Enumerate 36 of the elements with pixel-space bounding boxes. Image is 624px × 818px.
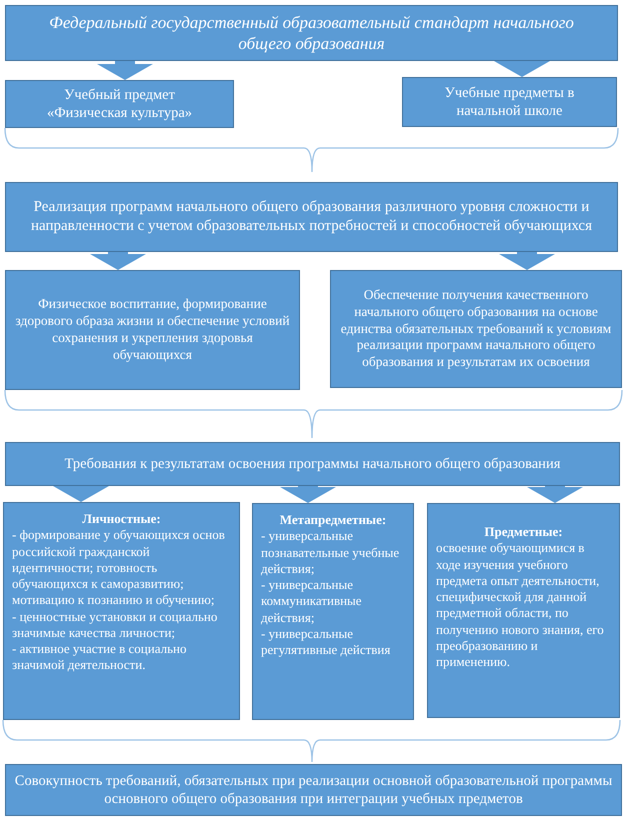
process-box: [3, 502, 240, 720]
box-heading: Метапредметные:: [278, 512, 388, 528]
box-text: Совокупность требований, обязательных при реализации основной образовательной программы основного общего образования при интеграции учебных предметов: [14, 772, 613, 808]
process-box: [5, 764, 622, 816]
process-box: [330, 270, 622, 388]
process-box: [252, 503, 414, 720]
box-heading: Предметные:: [483, 524, 564, 540]
box-text: - активное участие в социально значимой деятельности.: [12, 641, 188, 674]
box-text: Учебный предмет «Физическая культура»: [46, 86, 194, 122]
process-box: [5, 80, 234, 128]
block-arrow: [97, 61, 153, 80]
block-arrow: [280, 486, 336, 503]
box-text: Учебные предметы в начальной школе: [444, 84, 576, 120]
block-arrow: [494, 61, 550, 77]
process-box: [427, 503, 620, 718]
process-box: [5, 182, 618, 252]
block-arrow: [53, 486, 109, 502]
process-box: [5, 442, 620, 486]
box-text: освоение обучающимися в ходе изучения учебного предмета опыт деятельности, специфической для данной предметной области, по получению нового знания, его преобразованию и применению.: [436, 540, 605, 670]
box-text: Требования к результатам освоения программы начального общего образования: [64, 454, 562, 474]
process-box: [5, 5, 618, 61]
box-text: Физическое воспитание, формирование здорового образа жизни и обеспечение условий сохранения и укрепления здоровья обучающихся: [14, 296, 291, 364]
box-text: - универсальные познавательные учебные действия;: [261, 528, 400, 577]
box-heading: Личностные:: [81, 511, 162, 528]
process-box: [402, 77, 617, 127]
block-arrow: [499, 252, 555, 270]
box-text: - универсальные регулятивные действия: [261, 626, 392, 658]
box-text: - формирование у обучающихся основ российской гражданской идентичности; готовность обучающихся к саморазвитию; мотивацию к познанию и обучению;: [12, 527, 226, 608]
box-text: Федеральный государственный образовательный стандарт начального общего образования: [48, 12, 575, 54]
block-arrow: [527, 486, 583, 503]
box-text: Обеспечение получения качественного начального общего образования на основе единства обязательных требований к условиям реализации программ начального общего образования и результатам их освоения: [340, 286, 612, 372]
box-text: - ценностные установки и социально значимые качества личности;: [12, 608, 218, 641]
block-arrow: [90, 252, 146, 270]
process-box: [5, 270, 300, 390]
box-text: - универсальные коммуникативные действия;: [261, 577, 363, 626]
box-text: Реализация программ начального общего образования различного уровня сложности и направленности с учетом образовательных потребностей и способностей обучающихся: [30, 198, 593, 236]
